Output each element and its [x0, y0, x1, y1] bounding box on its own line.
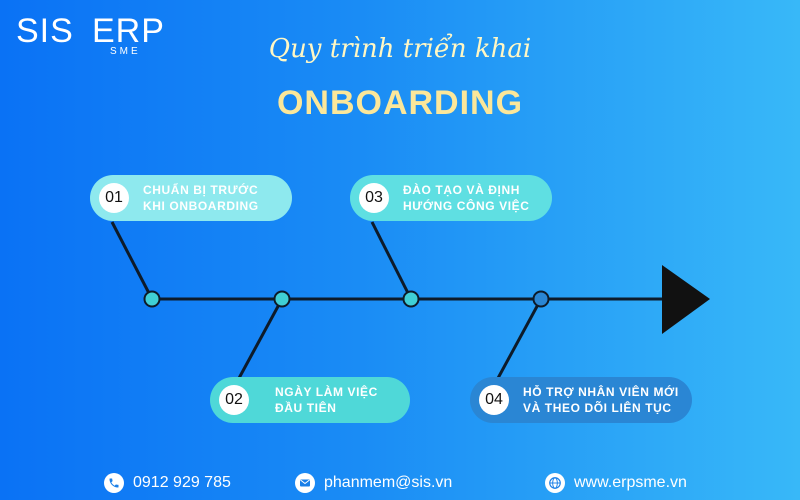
- step-04-label: HỖ TRỢ NHÂN VIÊN MỚI VÀ THEO DÕI LIÊN TỤ…: [523, 385, 679, 415]
- logo-erp-text: ERP: [92, 12, 165, 50]
- branch-line-02: [236, 298, 284, 381]
- page-subtitle: Quy trình triển khai: [268, 34, 532, 64]
- footer-phone: 0912 929 785: [104, 470, 231, 496]
- step-03-number: 03: [359, 183, 389, 213]
- page-title: ONBOARDING: [276, 84, 524, 122]
- timeline-arrowhead: [662, 265, 710, 334]
- step-02-card: 02 NGÀY LÀM VIỆC ĐẦU TIÊN: [210, 377, 410, 423]
- timeline-node-03: [402, 290, 420, 308]
- step-02-label: NGÀY LÀM VIỆC ĐẦU TIÊN: [275, 385, 378, 415]
- globe-icon: [545, 473, 565, 493]
- contact-footer: 0912 929 785 phanmem@sis.vn www.erpsme.v…: [0, 470, 800, 496]
- branch-line-04: [495, 298, 543, 381]
- sis-erp-logo: SIS ERP SME: [16, 12, 186, 57]
- phone-icon: [104, 473, 124, 493]
- logo-sme-text: SME: [110, 46, 141, 57]
- step-02-number: 02: [219, 385, 249, 415]
- step-01-label: CHUẨN BỊ TRƯỚC KHI ONBOARDING: [143, 183, 259, 213]
- step-01-number: 01: [99, 183, 129, 213]
- branch-line-01: [110, 221, 154, 300]
- website-url[interactable]: www.erpsme.vn: [574, 474, 687, 491]
- phone-number[interactable]: 0912 929 785: [133, 474, 231, 491]
- timeline-node-02: [273, 290, 291, 308]
- step-04-number: 04: [479, 385, 509, 415]
- email-address[interactable]: phanmem@sis.vn: [324, 474, 453, 491]
- step-03-card: 03 ĐÀO TẠO VÀ ĐỊNH HƯỚNG CÔNG VIỆC: [350, 175, 552, 221]
- step-01-card: 01 CHUẨN BỊ TRƯỚC KHI ONBOARDING: [90, 175, 292, 221]
- step-03-label: ĐÀO TẠO VÀ ĐỊNH HƯỚNG CÔNG VIỆC: [403, 183, 530, 213]
- footer-email: phanmem@sis.vn: [295, 470, 452, 496]
- branch-line-03: [370, 221, 413, 300]
- mail-icon: [295, 473, 315, 493]
- footer-website: www.erpsme.vn: [545, 470, 687, 496]
- timeline-node-04: [532, 290, 550, 308]
- timeline-node-01: [143, 290, 161, 308]
- step-04-card: 04 HỖ TRỢ NHÂN VIÊN MỚI VÀ THEO DÕI LIÊN…: [470, 377, 692, 423]
- logo-sis-text: SIS: [16, 12, 74, 50]
